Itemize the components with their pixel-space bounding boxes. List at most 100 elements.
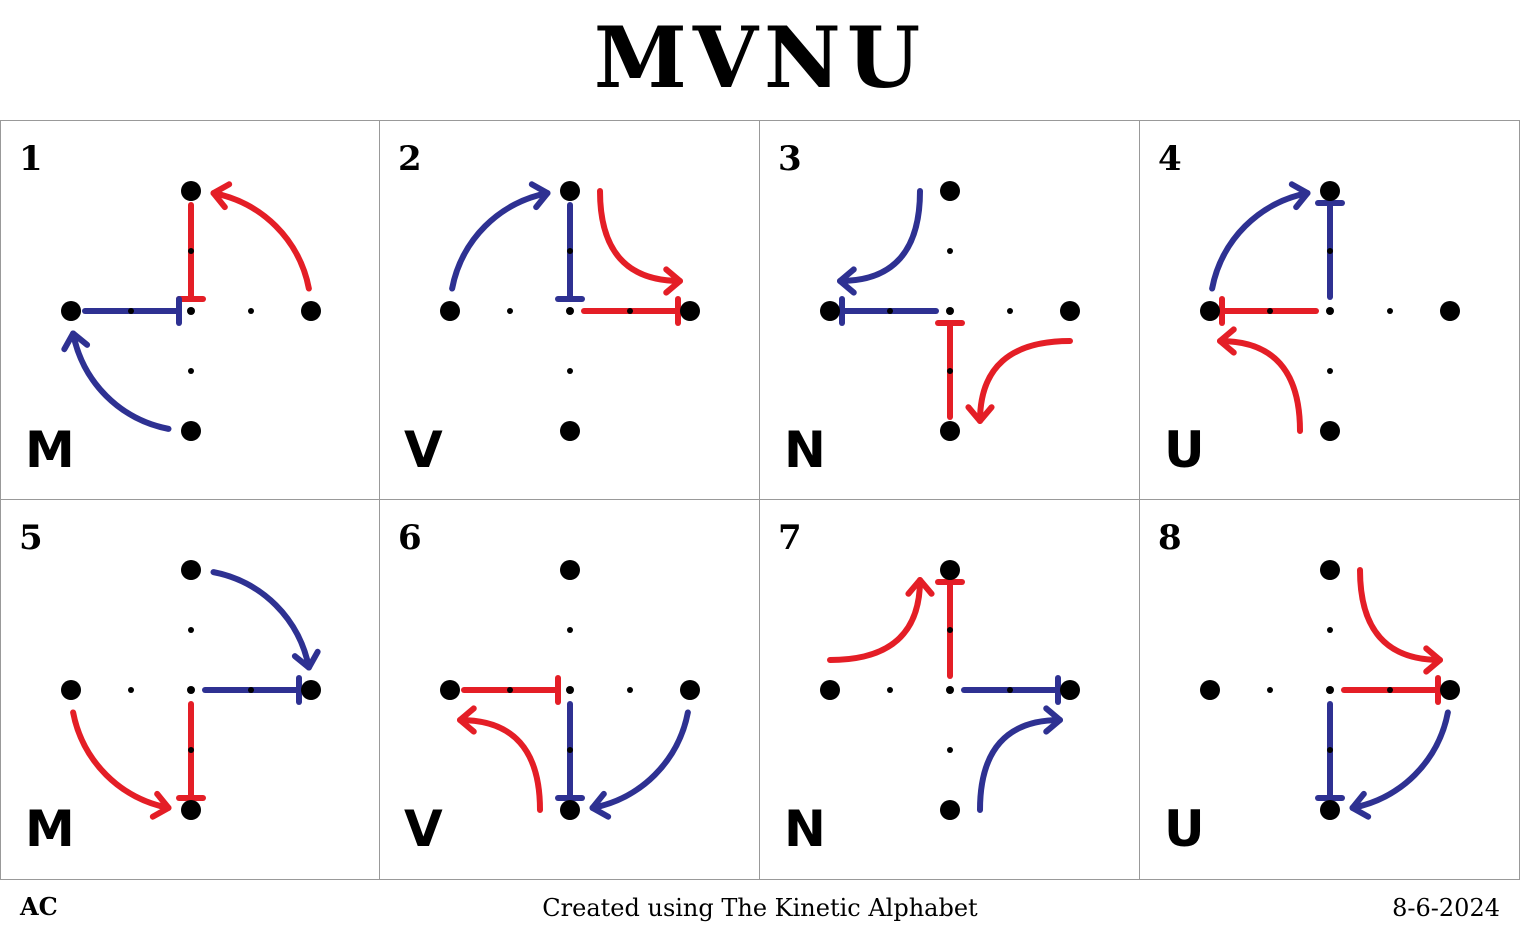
grid-point-e xyxy=(680,301,700,321)
shift-arc xyxy=(589,709,691,811)
dash-arrowhead xyxy=(905,577,935,597)
grid-midpoint xyxy=(507,687,513,693)
shift-arc xyxy=(1349,709,1451,811)
grid-point-n xyxy=(1320,560,1340,580)
grid-point-e xyxy=(1440,301,1460,321)
dash-arrowhead xyxy=(663,266,683,296)
dash-arrowhead xyxy=(1423,645,1443,675)
grid-midpoint xyxy=(567,747,573,753)
grid-point-center xyxy=(187,307,195,315)
grid-point-s xyxy=(181,800,201,820)
grid-point-n xyxy=(940,181,960,201)
grid-midpoint xyxy=(248,687,254,693)
footer-credit: Created using The Kinetic Alphabet xyxy=(542,894,978,922)
cell-number: 4 xyxy=(1158,139,1182,179)
grid-point-w xyxy=(61,680,81,700)
grid-midpoint xyxy=(248,308,254,314)
shift-arrowhead xyxy=(61,330,91,353)
grid-midpoint xyxy=(887,308,893,314)
dash-curve xyxy=(827,577,923,663)
grid-point-center xyxy=(1326,686,1334,694)
dash-arrowhead xyxy=(965,404,995,424)
dash-arrowhead xyxy=(1217,326,1237,356)
grid-point-w xyxy=(820,301,840,321)
grid-point-n xyxy=(181,560,201,580)
cell-letter: N xyxy=(784,421,826,479)
shift-arc xyxy=(1209,190,1311,292)
dash-curve xyxy=(977,717,1063,813)
shift-arc xyxy=(210,569,312,671)
dash-curve xyxy=(597,188,683,284)
shift-arrowhead xyxy=(210,181,233,211)
grid-midpoint xyxy=(947,368,953,374)
grid-midpoint xyxy=(947,248,953,254)
dash-curve xyxy=(1357,567,1443,663)
grid-midpoint xyxy=(947,627,953,633)
grid-point-s xyxy=(940,800,960,820)
grid-point-w xyxy=(61,301,81,321)
cell-letter: M xyxy=(25,800,75,858)
grid-point-e xyxy=(301,680,321,700)
grid-midpoint xyxy=(567,248,573,254)
grid-point-e xyxy=(1060,680,1080,700)
cell-letter: U xyxy=(1164,421,1205,479)
footer-author: AC xyxy=(20,892,58,921)
shift-arrowhead xyxy=(1349,790,1372,820)
grid-point-n xyxy=(940,560,960,580)
grid-midpoint xyxy=(188,747,194,753)
cell-number: 5 xyxy=(19,518,43,558)
cell-letter: N xyxy=(784,800,826,858)
grid-point-e xyxy=(1440,680,1460,700)
grid-point-s xyxy=(560,800,580,820)
grid-midpoint xyxy=(1327,248,1333,254)
cell-diagram xyxy=(61,560,321,820)
grid-point-w xyxy=(1200,301,1220,321)
cell-number: 1 xyxy=(19,139,43,179)
grid-point-w xyxy=(440,301,460,321)
shift-arc xyxy=(449,190,551,292)
grid-point-center xyxy=(566,307,574,315)
grid-midpoint xyxy=(887,687,893,693)
grid-point-center xyxy=(946,686,954,694)
grid-midpoint xyxy=(1007,687,1013,693)
cell-diagram xyxy=(820,181,1080,441)
cell-number: 6 xyxy=(398,518,422,558)
dash-curve xyxy=(837,188,923,284)
grid-point-w xyxy=(440,680,460,700)
grid-midpoint xyxy=(128,308,134,314)
grid-point-n xyxy=(1320,181,1340,201)
grid-midpoint xyxy=(1327,368,1333,374)
cell-letter: V xyxy=(404,421,443,479)
grid-point-w xyxy=(820,680,840,700)
grid-midpoint xyxy=(1267,687,1273,693)
grid-midpoint xyxy=(567,368,573,374)
grid-point-e xyxy=(680,680,700,700)
cell-number: 2 xyxy=(398,139,422,179)
shift-arrowhead xyxy=(1288,181,1311,211)
grid-point-center xyxy=(1326,307,1334,315)
cell-diagram xyxy=(440,181,700,441)
cell-diagram xyxy=(1200,560,1460,820)
grid-point-s xyxy=(940,421,960,441)
cell-diagram xyxy=(440,560,700,820)
shift-arrowhead xyxy=(149,790,172,820)
cell-diagram xyxy=(61,181,321,441)
dash-arrowhead xyxy=(837,266,857,296)
grid-midpoint xyxy=(507,308,513,314)
dash-arrowhead xyxy=(1043,705,1063,735)
shift-arrowhead xyxy=(291,648,321,671)
grid-midpoint xyxy=(188,248,194,254)
dash-curve xyxy=(457,717,543,813)
cell-number: 8 xyxy=(1158,518,1182,558)
shift-arc xyxy=(70,330,172,432)
grid-point-s xyxy=(560,421,580,441)
cell-diagram xyxy=(820,560,1080,820)
